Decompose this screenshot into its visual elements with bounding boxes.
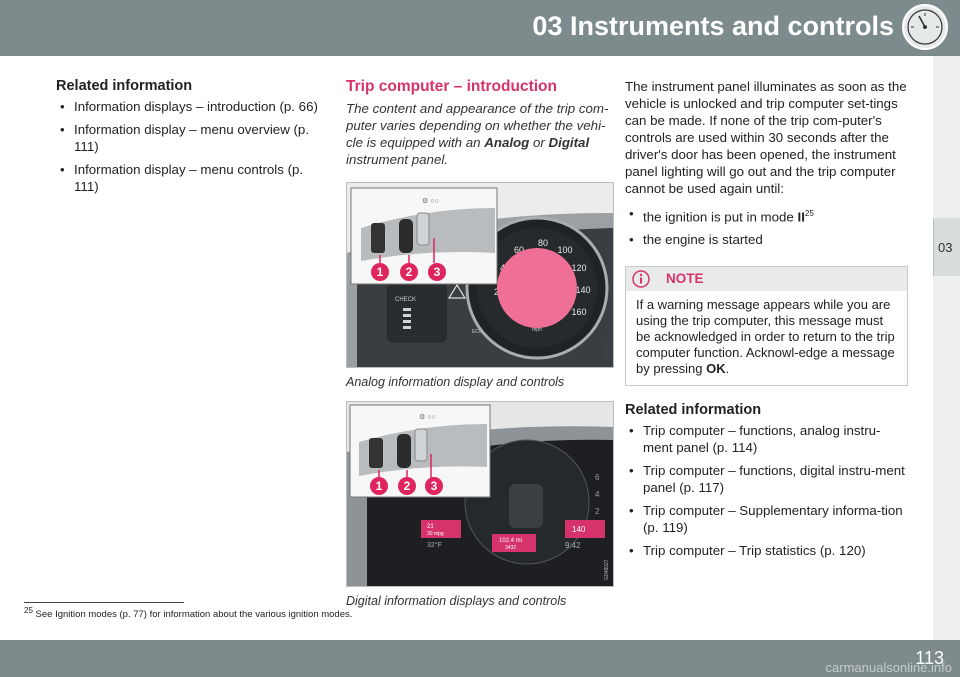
related-info-heading: Related information [625, 402, 762, 419]
callout-3: 3 [434, 265, 441, 279]
side-strip [933, 56, 960, 218]
page-header: 03 Instruments and controls [0, 0, 960, 56]
body-paragraph: The instrument panel illuminates as soon… [625, 79, 907, 196]
note-header: NOTE [626, 267, 907, 292]
chapter-tab[interactable]: 03 [933, 218, 960, 276]
related-link[interactable]: Information display – menu overview (p. … [56, 121, 321, 155]
related-info-list: Trip computer – functions, analog instru… [625, 422, 908, 559]
section-heading: Trip computer – introduction [346, 78, 557, 95]
speed-unit: mph [532, 327, 542, 333]
side-strip [933, 276, 960, 640]
readout: 102.4 mi [499, 538, 522, 544]
note-text: If a warning message appears while you a… [636, 297, 895, 377]
related-link[interactable]: Information displays – introduction (p. … [56, 98, 321, 115]
readout: 21 [427, 524, 434, 530]
readout: 140 [572, 525, 586, 534]
page-footer: 113 carmanualsonline.info [0, 640, 960, 677]
figure-caption: Digital information displays and control… [346, 594, 567, 608]
condition-item: the engine is started [625, 231, 908, 248]
figure-code: G048027 [604, 559, 610, 580]
svg-text:2: 2 [595, 507, 600, 516]
footnote-rule [24, 602, 184, 603]
callout-3: 3 [431, 479, 438, 493]
analog-display-illustration: CHECK ECO 20 40 60 80 100 120 140 160 [347, 183, 613, 367]
note-title: NOTE [666, 271, 704, 287]
watermark: carmanualsonline.info [825, 660, 952, 675]
footnote: 25 See Ignition modes (p. 77) for inform… [24, 606, 353, 621]
readout: 3432 [505, 545, 516, 551]
condition-item: the ignition is put in mode II25 [625, 205, 908, 225]
related-info-list: Information displays – introduction (p. … [56, 98, 321, 195]
related-info-heading: Related information [56, 78, 193, 94]
svg-text:4: 4 [595, 490, 600, 499]
column-right: The instrument panel illuminates as soon… [625, 78, 908, 565]
column-middle: Trip computer – introduction The content… [346, 78, 616, 620]
readout: 9:42 [565, 541, 581, 550]
related-link[interactable]: Trip computer – functions, digital instr… [625, 462, 908, 496]
section-intro: The content and appearance of the trip c… [346, 101, 609, 167]
column-left: Related information Information displays… [56, 78, 321, 201]
speed-tick: 60 [514, 245, 524, 255]
check-label: CHECK [395, 297, 416, 303]
related-link[interactable]: Information display – menu controls (p. … [56, 161, 321, 195]
condition-list: the ignition is put in mode II25 the eng… [625, 205, 908, 248]
figure-code: G048854 [604, 340, 610, 361]
chapter-title: 03 Instruments and controls [532, 11, 894, 41]
svg-text:⚙ ○○: ⚙ ○○ [419, 413, 436, 421]
chapter-tab-label: 03 [938, 240, 953, 255]
speed-tick: 140 [575, 285, 590, 295]
callout-1: 1 [376, 479, 383, 493]
callout-2: 2 [404, 479, 411, 493]
digital-display-illustration: 6421 21 30 mpg 32°F 102.4 mi 3432 140 9:… [347, 402, 613, 586]
related-link[interactable]: Trip computer – Supplementary informa-ti… [625, 502, 908, 536]
related-link[interactable]: Trip computer – functions, analog instru… [625, 422, 908, 456]
analog-display-figure: CHECK ECO 20 40 60 80 100 120 140 160 [346, 182, 614, 368]
info-icon [632, 270, 650, 289]
speed-tick: 120 [571, 263, 586, 273]
svg-text:⚙ ○○: ⚙ ○○ [422, 197, 439, 205]
callout-2: 2 [406, 265, 413, 279]
speed-tick: 80 [538, 238, 548, 248]
digital-display-figure: 6421 21 30 mpg 32°F 102.4 mi 3432 140 9:… [346, 401, 614, 587]
figure-caption: Analog information display and controls [346, 375, 565, 389]
svg-text:6: 6 [595, 473, 600, 482]
callout-1: 1 [377, 265, 384, 279]
eco-label: ECO [472, 329, 483, 335]
speed-tick: 100 [557, 245, 572, 255]
speed-tick: 160 [571, 307, 586, 317]
page-number: 113 [915, 648, 944, 668]
note-box: NOTE If a warning message appears while … [625, 266, 908, 387]
related-link[interactable]: Trip computer – Trip statistics (p. 120) [625, 542, 908, 559]
readout: 30 mpg [427, 531, 444, 537]
gauge-icon [902, 4, 948, 50]
readout: 32°F [427, 541, 442, 549]
